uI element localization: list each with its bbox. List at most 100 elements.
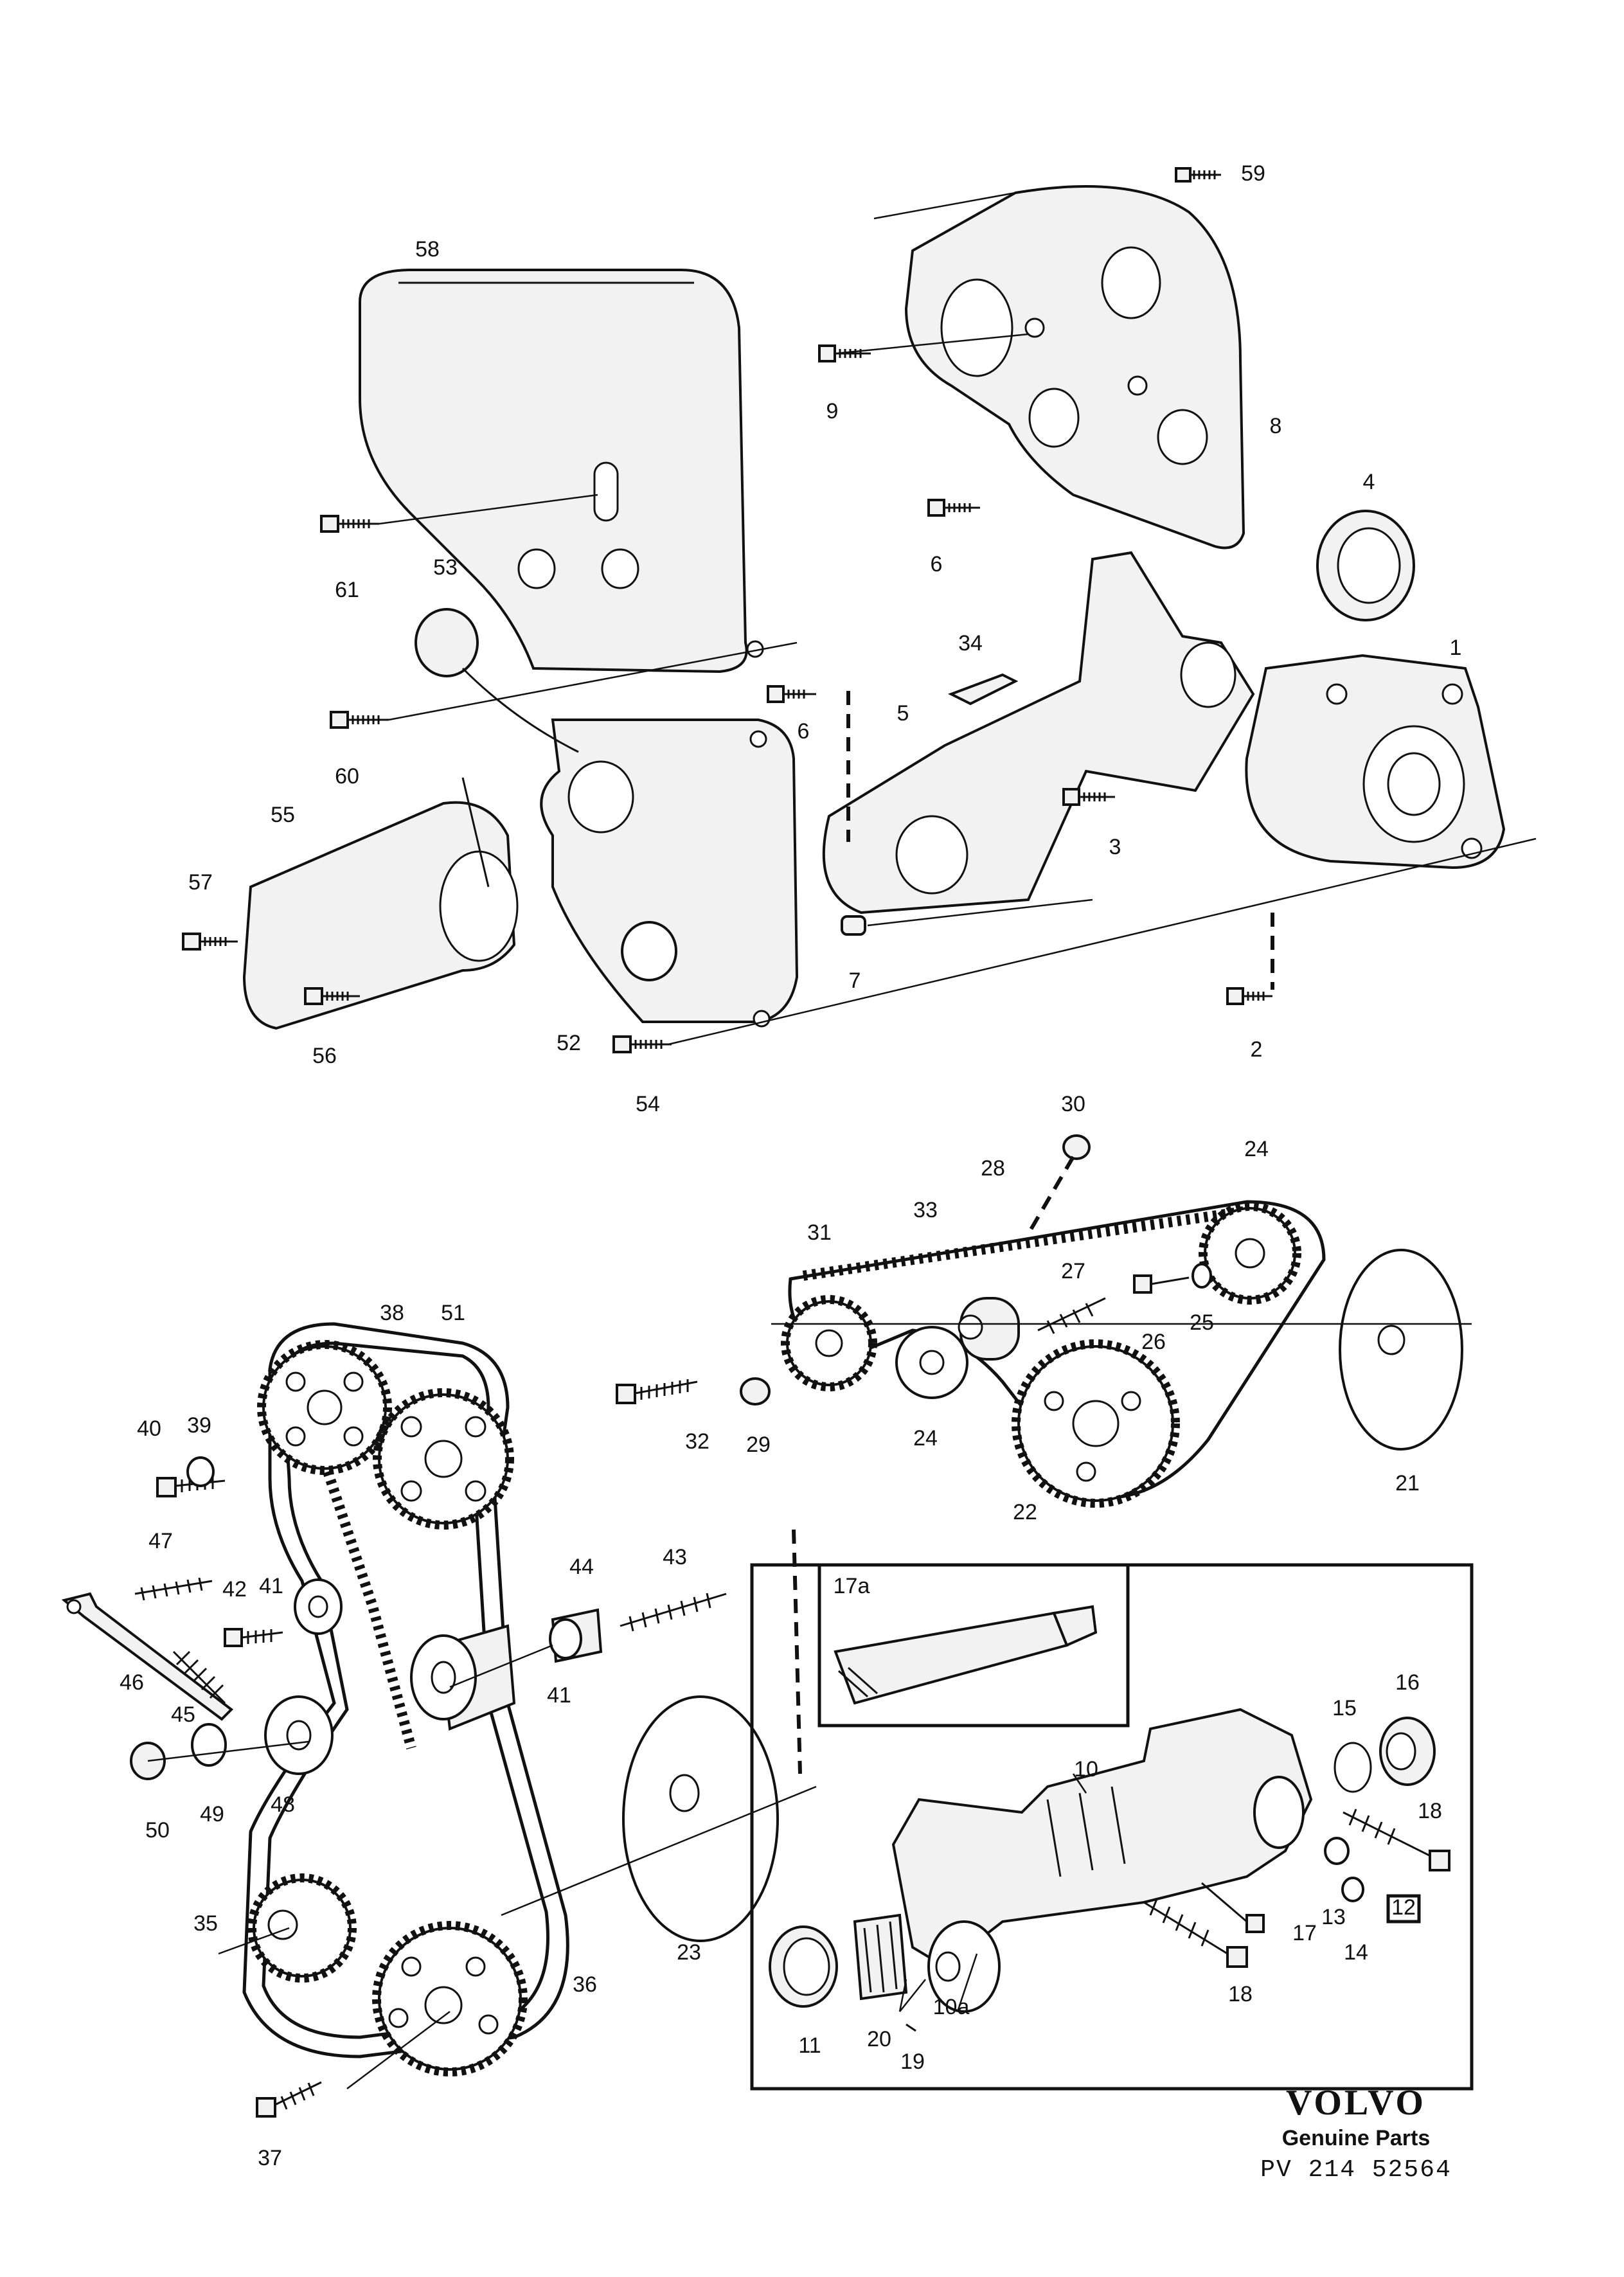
callout-1: 1 (1450, 636, 1462, 660)
callout-12: 12 (1391, 1895, 1416, 1920)
callout-47: 47 (148, 1529, 173, 1553)
callout-57: 57 (188, 870, 213, 895)
callout-42: 42 (222, 1577, 247, 1602)
bolt-2 (1226, 987, 1272, 1005)
callout-54: 54 (636, 1092, 660, 1116)
callout-5: 5 (897, 701, 909, 726)
callout-56: 56 (312, 1044, 337, 1068)
callout-22: 22 (1013, 1500, 1037, 1524)
callout-17: 17 (1292, 1921, 1317, 1945)
callout-27: 27 (1061, 1259, 1085, 1283)
callout-43: 43 (663, 1545, 687, 1569)
callout-9: 9 (826, 399, 839, 424)
callout-10a: 10a (933, 1995, 970, 2019)
callout-48: 48 (271, 1792, 295, 1817)
callout-46: 46 (120, 1670, 144, 1695)
lower-timing-cover (540, 719, 799, 1028)
pump-assembly-inset (750, 1563, 1474, 2091)
part-reference: PV 214 52564 (1260, 2156, 1452, 2184)
callout-31: 31 (807, 1220, 832, 1245)
bolt-56 (304, 987, 360, 1005)
callout-44: 44 (569, 1555, 594, 1579)
callout-21: 21 (1395, 1471, 1420, 1496)
front-cover-section (242, 777, 519, 1030)
callout-19: 19 (900, 2049, 925, 2074)
bolt-61 (320, 515, 379, 533)
bolt-57 (182, 933, 238, 951)
callout-3: 3 (1109, 835, 1121, 859)
main-timing-belt-assembly (61, 1322, 817, 2118)
callout-34: 34 (958, 631, 983, 656)
disc-21 (1339, 1249, 1463, 1451)
bolt-54 (612, 1035, 672, 1053)
callout-35: 35 (193, 1911, 218, 1936)
callout-17a: 17a (834, 1574, 870, 1598)
small-bracket (948, 673, 1019, 706)
bolt-60 (330, 711, 389, 729)
washer-49 (191, 1723, 227, 1767)
callout-58: 58 (415, 237, 440, 262)
callout-16: 16 (1395, 1670, 1420, 1695)
camshaft-belt-assembly (616, 1134, 1472, 1508)
bolt-37 (256, 2081, 322, 2118)
stud-47 (134, 1577, 213, 1601)
bolt-42 (224, 1628, 283, 1647)
timing-backing-plate (822, 551, 1255, 915)
volvo-brand-block: VOLVO Genuine Parts PV 214 52564 (1247, 2082, 1465, 2184)
callout-24a: 24 (1244, 1137, 1269, 1161)
callout-55: 55 (271, 803, 295, 827)
callout-61: 61 (335, 578, 359, 602)
callout-50: 50 (145, 1818, 170, 1843)
bolt-40 (156, 1476, 226, 1497)
upper-bolts (182, 167, 1272, 1053)
upper-timing-cover (359, 269, 764, 674)
callout-8: 8 (1270, 414, 1282, 438)
callout-36: 36 (573, 1972, 597, 1997)
callout-45: 45 (171, 1702, 195, 1727)
callout-18a: 18 (1418, 1799, 1442, 1823)
bolt-9 (818, 344, 871, 362)
callout-14: 14 (1344, 1940, 1368, 1965)
callout-52: 52 (557, 1031, 581, 1055)
brand-name: VOLVO (1286, 2083, 1426, 2123)
washer-39 (186, 1456, 215, 1487)
callout-33: 33 (913, 1198, 938, 1222)
brand-subtitle: Genuine Parts (1281, 2126, 1431, 2150)
sealant-tube (834, 1605, 1098, 1705)
bolt-6-lower (767, 685, 816, 703)
callout-28: 28 (981, 1156, 1005, 1181)
lever-46 (61, 1592, 234, 1721)
engine-block-section (1245, 654, 1506, 870)
upper-reference-lines (379, 192, 1537, 1046)
callout-23: 23 (677, 1940, 701, 1965)
callout-51: 51 (441, 1301, 465, 1325)
callout-13: 13 (1321, 1905, 1346, 1929)
callout-7: 7 (849, 969, 861, 993)
callout-32: 32 (685, 1429, 709, 1454)
callout-49: 49 (200, 1802, 224, 1826)
callout-18b: 18 (1228, 1982, 1253, 2006)
callout-38: 38 (380, 1301, 404, 1325)
bolt-6-upper (927, 499, 980, 517)
seal-ring (1316, 510, 1415, 621)
callout-39: 39 (187, 1413, 211, 1438)
cover-plug (415, 608, 479, 677)
callout-53: 53 (433, 555, 458, 580)
spring-45 (172, 1650, 226, 1704)
callout-24b: 24 (913, 1426, 938, 1451)
callout-41b: 41 (547, 1683, 571, 1708)
rear-timing-cover (904, 185, 1245, 549)
bushing-44 (549, 1608, 603, 1663)
callout-labels: 1 2 3 4 5 6 6 7 8 9 10 10a 11 12 13 14 1… (120, 161, 1461, 2170)
callout-15: 15 (1332, 1696, 1357, 1720)
callout-29: 29 (746, 1433, 771, 1457)
callout-4: 4 (1363, 470, 1375, 494)
callout-6b: 6 (931, 552, 943, 576)
bolt-3 (1062, 788, 1115, 806)
callout-10: 10 (1074, 1757, 1098, 1781)
callout-59: 59 (1241, 161, 1265, 186)
callout-20: 20 (867, 2027, 891, 2051)
bolt-59 (1175, 167, 1221, 183)
callout-40: 40 (137, 1416, 161, 1441)
